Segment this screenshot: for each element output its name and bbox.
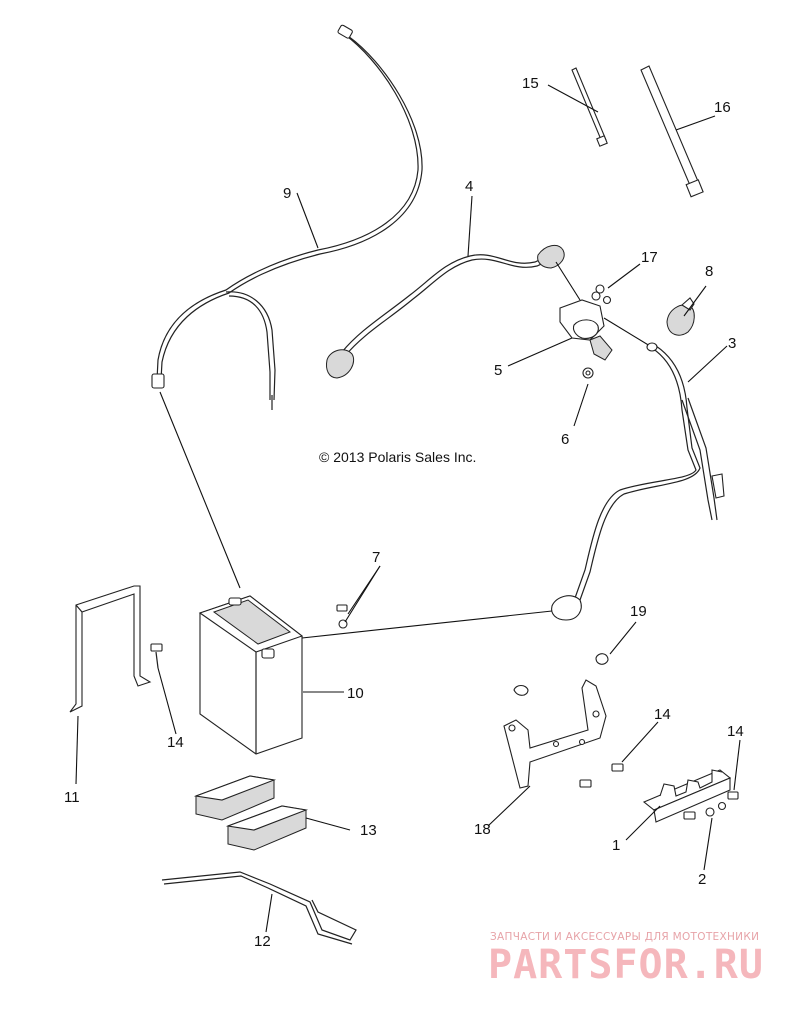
callout-18: 18	[474, 821, 491, 838]
callout-14-center: 14	[654, 706, 671, 723]
part-14-bolt-left	[150, 643, 163, 669]
part-6-nut	[582, 367, 594, 379]
callout-5: 5	[494, 362, 502, 379]
cable-terminal-lug	[151, 373, 165, 389]
part-7-bolt	[336, 604, 348, 629]
callout-19: 19	[630, 603, 647, 620]
callout-7: 7	[372, 549, 380, 566]
callout-4: 4	[465, 178, 473, 195]
part-14-bolt-right	[727, 791, 739, 800]
callout-10: 10	[347, 685, 364, 702]
callout-14-right: 14	[727, 723, 744, 740]
callout-9: 9	[283, 185, 291, 202]
part-10-battery	[159, 391, 553, 755]
callout-16: 16	[714, 99, 731, 116]
part-19-fastener	[595, 653, 609, 665]
callout-17: 17	[641, 249, 658, 266]
part-14-bolts-center	[579, 763, 624, 788]
callout-8: 8	[705, 263, 713, 280]
part-4-cable	[326, 244, 565, 379]
callout-12: 12	[254, 933, 271, 950]
watermark-brand: PARTSFOR.RU	[488, 942, 764, 988]
callout-14-left: 14	[167, 734, 184, 751]
leader-lines	[75, 84, 741, 933]
part-8-terminal-boot	[666, 297, 695, 336]
callout-2: 2	[698, 871, 706, 888]
watermark-tagline: ЗАПЧАСТИ И АКСЕССУАРЫ ДЛЯ МОТОТЕХНИКИ	[490, 931, 759, 943]
part-18-bracket	[503, 653, 609, 789]
part-13-pads	[193, 775, 309, 851]
part-16-cable-tie	[640, 65, 704, 198]
part-5-relay	[555, 261, 651, 361]
callout-3: 3	[728, 335, 736, 352]
part-3-cable	[551, 342, 725, 621]
part-1-terminal-block	[642, 769, 732, 823]
part-17-nuts	[595, 284, 605, 294]
callout-1: 1	[612, 837, 620, 854]
watermark: ЗАПЧАСТИ И АКСЕССУАРЫ ДЛЯ МОТОТЕХНИКИ PA…	[488, 931, 764, 988]
part-9-battery-cable	[151, 24, 423, 410]
callout-15: 15	[522, 75, 539, 92]
part-15-cable-tie	[571, 67, 608, 147]
terminal-boot	[551, 595, 582, 621]
part-11-battery-strap	[69, 585, 152, 713]
terminal-boot	[326, 349, 355, 379]
callout-13: 13	[360, 822, 377, 839]
part-12-rod	[161, 871, 357, 945]
callout-11: 11	[64, 789, 80, 806]
callout-labels: 9 4 15 16 17 8 3 5 6 7 10 11 14 13 12 19…	[64, 75, 744, 950]
copyright-notice: © 2013 Polaris Sales Inc.	[319, 449, 476, 465]
callout-6: 6	[561, 431, 569, 448]
